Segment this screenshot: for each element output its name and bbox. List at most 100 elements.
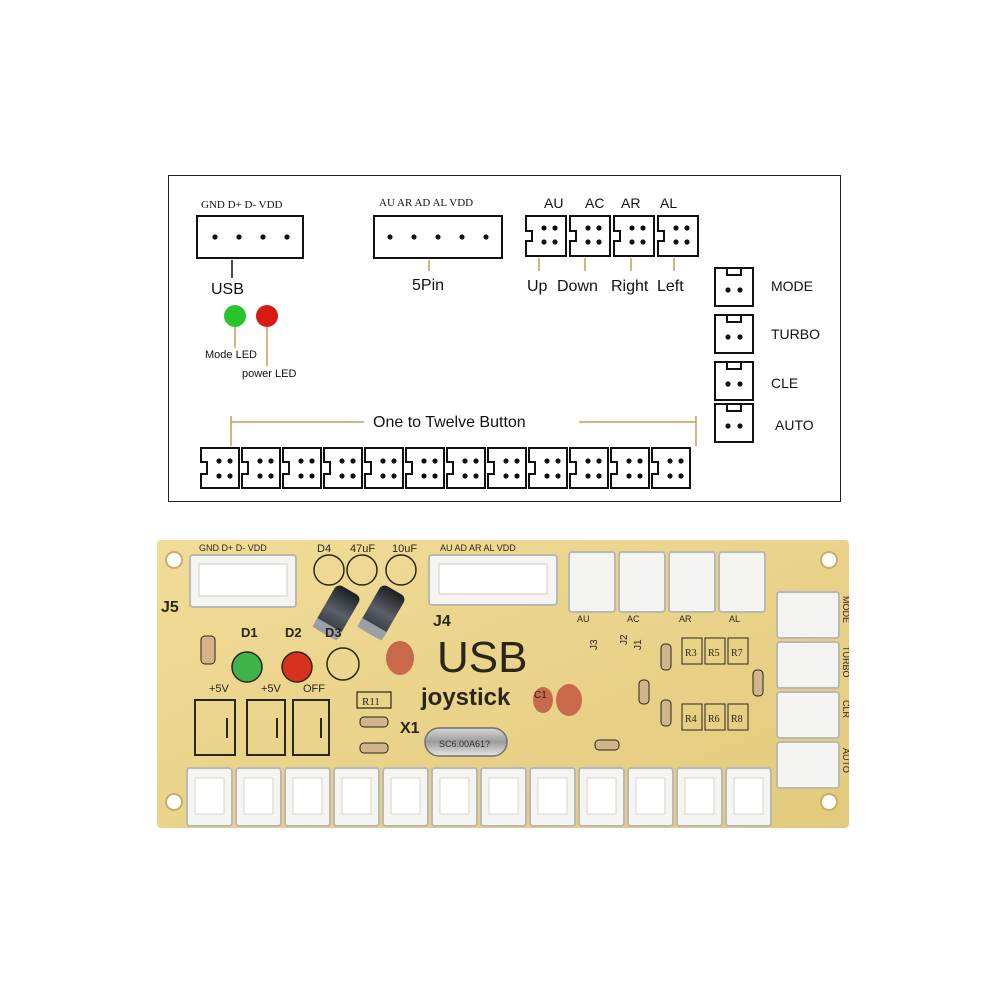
direction-name-down: Down — [557, 278, 598, 295]
board-mode-label: MODE — [841, 596, 849, 623]
connector-up — [525, 215, 567, 257]
pcb-drawing: GND D+ D- VDD J5 D4 47uF 10uF AU AD AR A… — [157, 540, 851, 828]
button-connector — [200, 447, 240, 489]
board-resistor-grid — [681, 637, 749, 731]
pcb-board: GND D+ D- VDD J5 D4 47uF 10uF AU AD AR A… — [157, 540, 851, 828]
connector-down — [569, 215, 611, 257]
board-button-connector — [578, 767, 625, 827]
board-switch-1 — [194, 699, 236, 756]
wiring-diagram: GND D+ D- VDD USB Mode LED power LED AU … — [168, 175, 841, 502]
board-5v-label-2: +5V — [261, 683, 282, 695]
board-subtitle: joystick — [420, 684, 511, 711]
usb-label: USB — [211, 281, 244, 298]
button-connector — [241, 447, 281, 489]
board-c1-label: C1 — [534, 690, 547, 701]
board-r6-label: R6 — [708, 714, 720, 725]
board-turbo-label: TURBO — [841, 646, 849, 678]
direction-name-left: Left — [657, 278, 684, 295]
board-button-connector — [382, 767, 429, 827]
board-r4-label: R4 — [685, 714, 697, 725]
board-led-green — [231, 651, 263, 683]
board-d4-outline — [313, 554, 345, 586]
board-title: USB — [437, 633, 527, 682]
board-resistor-a — [359, 716, 389, 728]
board-button-connector — [284, 767, 331, 827]
board-resistor-d — [660, 643, 672, 671]
board-ar-label: AR — [679, 614, 692, 624]
connector-right — [613, 215, 655, 257]
board-direction-connectors — [568, 551, 766, 613]
button-connector — [651, 447, 691, 489]
side-connectors: MODE TURBO CLE AUTO — [714, 267, 820, 443]
board-x1-label: X1 — [400, 720, 420, 737]
side-label-auto: AUTO — [775, 417, 814, 433]
board-j4-label: J4 — [433, 613, 451, 630]
board-j1-label: J1 — [633, 639, 644, 650]
board-resistor-g — [638, 679, 650, 705]
button-connector — [405, 447, 445, 489]
board-cap-47uf-label: 47uF — [350, 543, 375, 555]
side-label-cle: CLE — [771, 375, 798, 391]
power-led — [256, 305, 278, 327]
board-d3-label: D3 — [325, 625, 342, 640]
mode-led — [224, 305, 246, 327]
five-pin-label: 5Pin — [412, 277, 444, 294]
board-resistor-b — [359, 742, 389, 754]
mode-led-label: Mode LED — [205, 349, 257, 361]
board-auto-label: AUTO — [841, 748, 849, 773]
board-resistor-c — [594, 739, 620, 751]
board-button-connector — [235, 767, 282, 827]
board-button-connector — [186, 767, 233, 827]
board-clr-label: CLR — [841, 700, 849, 719]
board-ac-label: AC — [627, 614, 640, 624]
direction-name-up: Up — [527, 278, 548, 295]
board-d3-outline — [326, 647, 360, 681]
board-switch-2 — [246, 699, 286, 756]
board-button-connectors — [186, 767, 772, 827]
board-off-label: OFF — [303, 683, 325, 695]
board-r5-label: R5 — [708, 648, 720, 659]
buttons-label: One to Twelve Button — [373, 414, 526, 431]
five-pin-labels: AU AR AD AL VDD — [379, 197, 473, 209]
board-small-resistor — [200, 635, 216, 665]
board-crystal — [424, 727, 508, 757]
board-al-label: AL — [729, 614, 740, 624]
board-resistor-e — [660, 699, 672, 727]
board-au-label: AU — [577, 614, 590, 624]
board-j3-label: J3 — [589, 639, 600, 650]
usb-header-pins — [212, 234, 290, 240]
usb-pin-labels: GND D+ D- VDD — [201, 199, 283, 211]
connector-auto — [714, 403, 754, 443]
board-r7-label: R7 — [731, 648, 743, 659]
button-connector — [446, 447, 486, 489]
side-label-mode: MODE — [771, 278, 813, 294]
power-led-label: power LED — [242, 368, 296, 380]
board-cap-10uf-label: 10uF — [392, 543, 417, 555]
board-r11-label: R11 — [362, 696, 380, 708]
connector-turbo — [714, 314, 754, 354]
board-button-connector — [333, 767, 380, 827]
board-switch-3 — [292, 699, 330, 756]
direction-code-ac: AC — [585, 195, 604, 211]
button-connector — [569, 447, 609, 489]
connector-left — [657, 215, 699, 257]
board-button-connector — [480, 767, 527, 827]
button-connector — [364, 447, 404, 489]
mounting-holes — [165, 551, 838, 811]
connector-cle — [714, 361, 754, 401]
button-connector — [282, 447, 322, 489]
board-side-connectors — [776, 591, 840, 789]
board-button-connector — [627, 767, 674, 827]
board-j4-pins: AU AD AR AL VDD — [440, 543, 516, 553]
board-r3-label: R3 — [685, 648, 697, 659]
board-d4-label: D4 — [317, 543, 331, 555]
board-capacitor-10uf — [357, 585, 405, 641]
board-button-connector — [431, 767, 478, 827]
board-usb-pins: GND D+ D- VDD — [199, 543, 267, 553]
board-ceramic-cap — [386, 641, 414, 675]
board-j2-label: J2 — [619, 634, 630, 645]
button-connector — [323, 447, 363, 489]
side-label-turbo: TURBO — [771, 326, 820, 342]
board-d1-label: D1 — [241, 625, 258, 640]
board-j5-label: J5 — [161, 599, 179, 616]
